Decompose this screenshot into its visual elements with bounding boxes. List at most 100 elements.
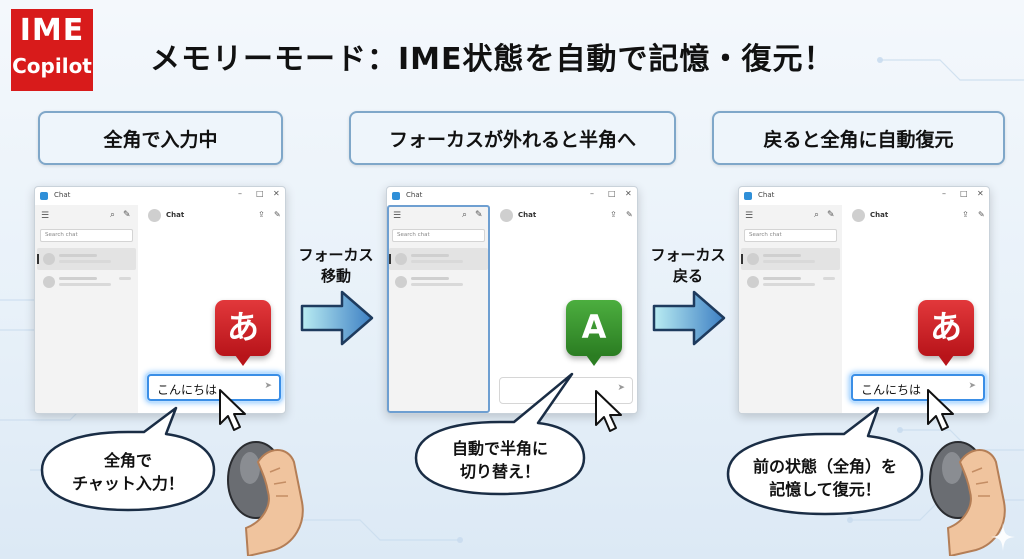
chat-sidebar: ☰ ⌕ ✎ Search chat (35, 205, 138, 413)
send-icon[interactable]: ➤ (968, 381, 976, 391)
placeholder-line (763, 283, 815, 286)
search-input[interactable]: Search chat (744, 229, 837, 242)
chat-window-step-1: Chat – □ ✕ ☰ ⌕ ✎ Search chat Chat ⇪ ✎ こん… (34, 186, 286, 414)
avatar (747, 276, 759, 288)
hand-on-mouse-icon (929, 441, 1006, 556)
ime-fullwidth-badge: あ (918, 300, 974, 366)
search-icon[interactable]: ⌕ (110, 210, 116, 220)
avatar (43, 276, 55, 288)
hamburger-menu-icon[interactable]: ☰ (393, 211, 402, 221)
new-chat-icon[interactable]: ✎ (123, 210, 131, 220)
speech-bubble (726, 406, 924, 516)
chat-main-pane: Chat ⇪ ✎ (138, 205, 285, 413)
app-icon (744, 192, 752, 200)
logo-line-2: Copilot (12, 54, 92, 78)
selection-indicator (741, 254, 743, 264)
search-icon[interactable]: ⌕ (814, 210, 820, 220)
hamburger-menu-icon[interactable]: ☰ (41, 211, 50, 221)
placeholder-line (59, 277, 97, 280)
new-chat-icon[interactable]: ✎ (978, 210, 985, 219)
share-icon[interactable]: ⇪ (962, 210, 969, 219)
avatar (852, 209, 865, 222)
chat-sidebar[interactable]: ☰ ⌕ ✎ Search chat (387, 205, 490, 413)
placeholder-line (763, 277, 801, 280)
message-input[interactable]: こんにちは ➤ (851, 374, 985, 401)
arrow-1-label-line-1: フォーカス (298, 246, 374, 264)
placeholder-line (59, 254, 97, 257)
message-input[interactable]: こんにちは ➤ (147, 374, 281, 401)
send-icon[interactable]: ➤ (617, 383, 625, 393)
send-icon[interactable]: ➤ (264, 381, 272, 391)
window-title: Chat (406, 191, 423, 199)
new-chat-icon[interactable]: ✎ (475, 210, 483, 220)
sparkle-icon (991, 523, 1015, 551)
speech-bubble-line-2: チャット入力！ (72, 474, 184, 493)
minimize-icon[interactable]: – (238, 189, 242, 198)
new-chat-icon[interactable]: ✎ (274, 210, 281, 219)
chat-main-pane: Chat ⇪ ✎ (490, 205, 637, 413)
placeholder-line (763, 254, 801, 257)
arrow-1-label: フォーカス 移動 (281, 245, 391, 287)
speech-bubble-line-1: 前の状態（全角）を (752, 457, 897, 476)
maximize-icon[interactable]: □ (256, 189, 264, 198)
search-input[interactable]: Search chat (40, 229, 133, 242)
avatar (43, 253, 55, 265)
chat-list-item[interactable] (389, 271, 488, 293)
placeholder-line (823, 277, 835, 280)
share-icon[interactable]: ⇪ (258, 210, 265, 219)
placeholder-line (411, 283, 463, 286)
speech-bubble (40, 406, 216, 512)
ime-fullwidth-badge: あ (215, 300, 271, 366)
badge-tail (235, 355, 251, 366)
avatar (500, 209, 513, 222)
chat-main-pane: Chat ⇪ ✎ (842, 205, 989, 413)
logo-line-1: IME (19, 13, 85, 48)
chat-list-item[interactable] (389, 248, 488, 270)
ime-badge-glyph: あ (226, 308, 259, 346)
speech-bubble-text: 自動で半角に 切り替え！ (418, 437, 582, 483)
maximize-icon[interactable]: □ (608, 189, 616, 198)
close-icon[interactable]: ✕ (273, 189, 280, 198)
chat-list-item[interactable] (741, 271, 840, 293)
window-title: Chat (54, 191, 71, 199)
share-icon[interactable]: ⇪ (610, 210, 617, 219)
app-icon (392, 192, 400, 200)
minimize-icon[interactable]: – (590, 189, 594, 198)
step-2-label: フォーカスが外れると半角へ (349, 111, 676, 165)
hamburger-menu-icon[interactable]: ☰ (745, 211, 754, 221)
arrow-2-label-line-2: 戻る (672, 267, 703, 285)
mouse-pointer-icon (219, 389, 246, 431)
avatar (395, 276, 407, 288)
arrow-2-label-line-1: フォーカス (650, 246, 726, 264)
ime-copilot-logo: IME Copilot (11, 9, 93, 91)
new-chat-icon[interactable]: ✎ (827, 210, 835, 220)
placeholder-line (411, 260, 463, 263)
chat-list-item[interactable] (37, 271, 136, 293)
search-input[interactable]: Search chat (392, 229, 485, 242)
message-input-text: こんにちは (861, 383, 922, 397)
title-bar: Chat – □ ✕ (387, 187, 637, 205)
minimize-icon[interactable]: – (942, 189, 946, 198)
chat-header-title: Chat (518, 211, 537, 219)
placeholder-line (59, 283, 111, 286)
ime-halfwidth-badge: A (566, 300, 622, 366)
chat-list-item[interactable] (741, 248, 840, 270)
avatar (395, 253, 407, 265)
placeholder-line (763, 260, 815, 263)
hand-on-mouse-icon (227, 441, 304, 556)
close-icon[interactable]: ✕ (625, 189, 632, 198)
new-chat-icon[interactable]: ✎ (626, 210, 633, 219)
arrow-1-label-line-2: 移動 (320, 267, 351, 285)
placeholder-line (411, 254, 449, 257)
badge-tail (938, 355, 954, 366)
maximize-icon[interactable]: □ (960, 189, 968, 198)
placeholder-line (59, 260, 111, 263)
close-icon[interactable]: ✕ (977, 189, 984, 198)
chat-sidebar: ☰ ⌕ ✎ Search chat (739, 205, 842, 413)
chat-list-item[interactable] (37, 248, 136, 270)
arrow-right-icon (300, 290, 374, 346)
page-title: メモリーモード：IME状態を自動で記憶・復元！ (150, 42, 835, 77)
search-icon[interactable]: ⌕ (462, 210, 468, 220)
title-bar: Chat – □ ✕ (739, 187, 989, 205)
chat-header-title: Chat (870, 211, 889, 219)
